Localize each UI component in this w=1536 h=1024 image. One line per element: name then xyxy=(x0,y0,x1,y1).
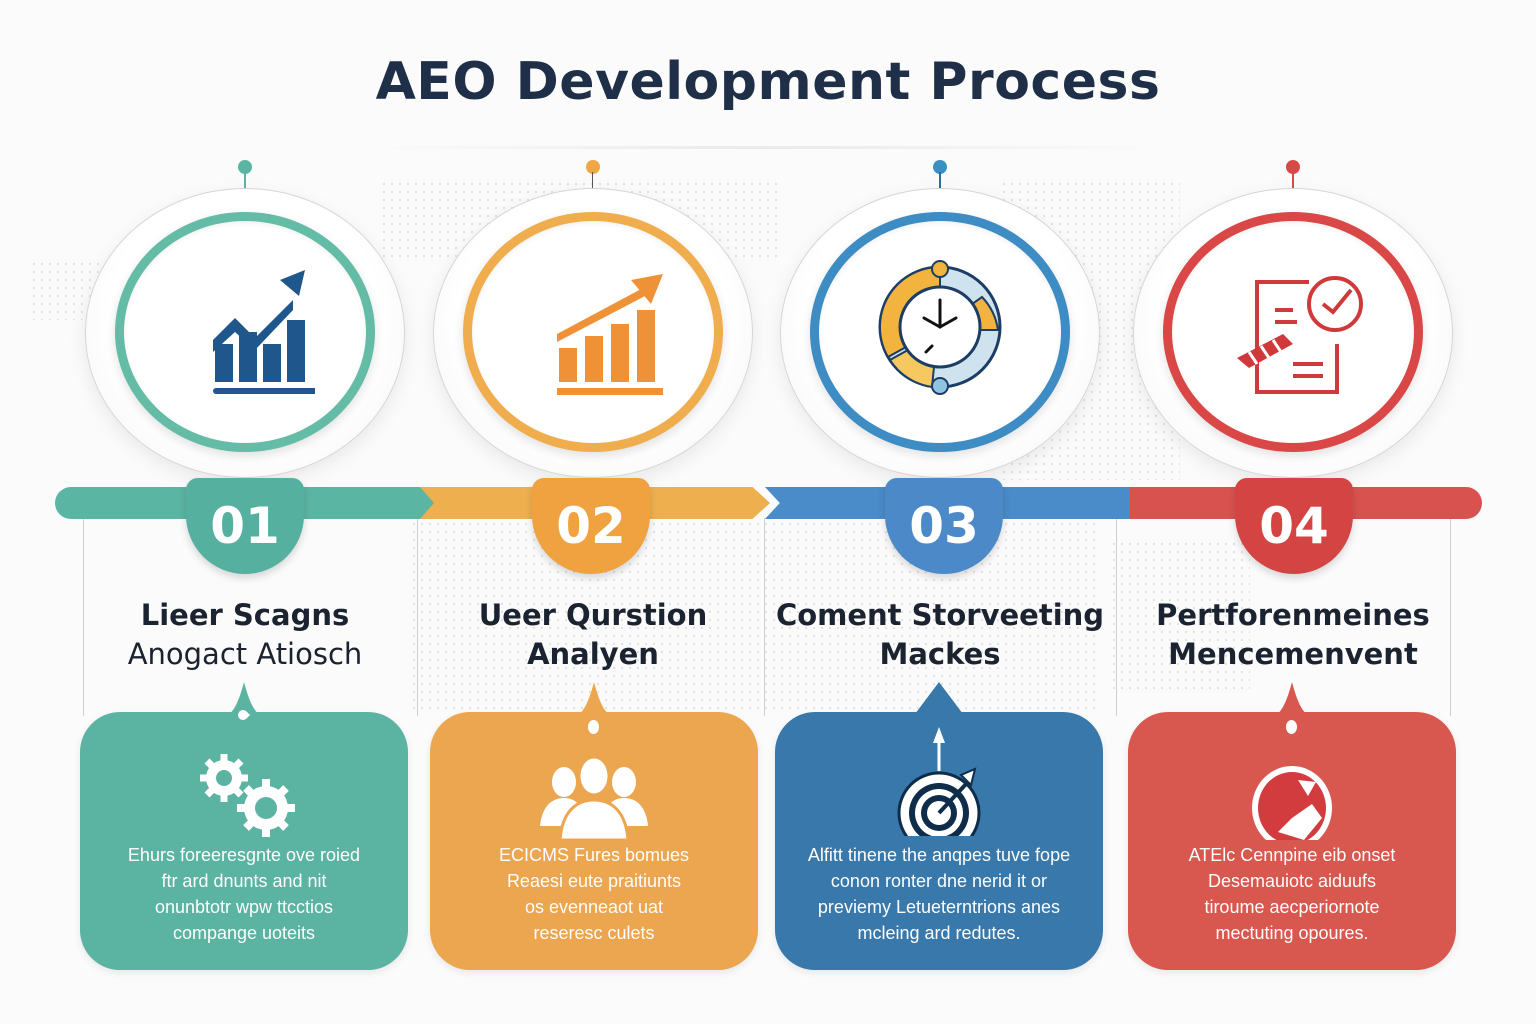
stage-title-line1: Ueer Qurstion xyxy=(478,598,708,632)
card-line: tiroume aecperiornote xyxy=(1204,897,1380,917)
pin-dot xyxy=(933,160,947,174)
card-line: Ehurs foreeresgnte ove roied xyxy=(127,845,361,865)
card-line: Alfitt tinene the anqpes tuve fope xyxy=(807,845,1071,865)
separator-line xyxy=(764,518,765,716)
trending-chart-icon xyxy=(213,270,315,394)
card-description: Alfitt tinene the anqpes tuve fope conon… xyxy=(789,842,1089,946)
step-number-badge: 02 xyxy=(532,478,650,574)
card-tab xyxy=(1252,682,1332,722)
stage-title-line2: Analyen xyxy=(527,637,659,671)
page-title: AEO Development Process xyxy=(375,52,1161,112)
stage-3: 03 Coment Storveeting Mackes Alfitt tine… xyxy=(765,0,1115,1024)
card-description: ECICMS Fures bomues Reaesi eute praitiun… xyxy=(444,842,744,946)
bar-chart-growth-icon xyxy=(557,274,663,395)
card-description: Ehurs foreeresgnte ove roied ftr ard dnu… xyxy=(94,842,394,946)
separator-line xyxy=(1116,518,1117,716)
title-divider xyxy=(360,146,1170,149)
card-line: conon ronter dne nerid it or xyxy=(830,871,1048,891)
stage-card: ECICMS Fures bomues Reaesi eute praitiun… xyxy=(430,682,758,970)
step-number-badge: 03 xyxy=(885,478,1003,574)
step-number-badge: 04 xyxy=(1235,478,1353,574)
card-line: mcleing ard redutes. xyxy=(857,923,1021,943)
card-dot xyxy=(588,720,599,734)
pin-dot xyxy=(586,160,600,174)
card-line: onunbtotr wpw ttcctios xyxy=(154,897,334,917)
stage-title-line1: Pertforenmeines xyxy=(1156,598,1430,632)
stage-title: Lieer Scagns Anogact Atiosch xyxy=(70,596,420,674)
icon-circle xyxy=(1163,212,1423,452)
stage-1: 01 Lieer Scagns Anogact Atiosch xyxy=(70,0,420,1024)
card-line: ftr ard dnunts and nit xyxy=(161,871,327,891)
separator-line xyxy=(1450,518,1451,716)
stage-4: 04 Pertforenmeines Mencemenvent ATElc Ce… xyxy=(1118,0,1468,1024)
document-checklist-icon xyxy=(1237,276,1363,394)
icon-circle xyxy=(810,212,1070,452)
card-line: previemy Letueterntrions anes xyxy=(817,897,1061,917)
stage-title-line2: Anogact Atiosch xyxy=(127,637,363,671)
card-description: ATElc Cennpine eib onset Desemauiotc aid… xyxy=(1142,842,1442,946)
card-line: os evenneaot uat xyxy=(524,897,664,917)
card-line: Desemauiotc aiduufs xyxy=(1207,871,1377,891)
stage-card: Alfitt tinene the anqpes tuve fope conon… xyxy=(775,682,1103,970)
dot-pattern xyxy=(1110,540,1250,690)
card-tab xyxy=(909,682,969,722)
stage-title-line1: Coment Storveeting xyxy=(775,598,1105,632)
card-tab xyxy=(554,682,634,722)
stage-title-line2: Mencemenvent xyxy=(1168,637,1418,671)
stage-title: Coment Storveeting Mackes xyxy=(765,596,1115,674)
stage-2: 02 Ueer Qurstion Analyen ECICMS Fures bo… xyxy=(418,0,768,1024)
gears-icon xyxy=(200,754,295,837)
globe-icon xyxy=(1252,766,1332,840)
stage-title: Pertforenmeines Mencemenvent xyxy=(1118,596,1468,674)
stage-card: Ehurs foreeresgnte ove roied ftr ard dnu… xyxy=(80,682,408,970)
card-line: mectuting opoures. xyxy=(1215,923,1369,943)
card-line: ATElc Cennpine eib onset xyxy=(1188,845,1396,865)
card-line: reseresc culets xyxy=(533,923,655,943)
icon-circle xyxy=(463,212,723,452)
card-line: compange uoteits xyxy=(172,923,316,943)
clock-cycle-icon xyxy=(878,260,1002,395)
pin-dot xyxy=(238,160,252,174)
users-group-icon xyxy=(540,755,648,840)
separator-line xyxy=(83,518,84,716)
card-dot xyxy=(1286,720,1297,734)
stage-title-line1: Lieer Scagns xyxy=(140,598,350,632)
pin-dot xyxy=(1286,160,1300,174)
card-line: ECICMS Fures bomues xyxy=(498,845,690,865)
stage-card: ATElc Cennpine eib onset Desemauiotc aid… xyxy=(1128,682,1456,970)
target-arrow-icon xyxy=(897,727,981,836)
card-tab xyxy=(204,682,284,722)
step-number-badge: 01 xyxy=(186,478,304,574)
stage-title-line2: Mackes xyxy=(879,637,1001,671)
card-line: Reaesi eute praitiunts xyxy=(506,871,682,891)
separator-line xyxy=(417,518,418,716)
stage-title: Ueer Qurstion Analyen xyxy=(418,596,768,674)
icon-circle xyxy=(115,212,375,452)
